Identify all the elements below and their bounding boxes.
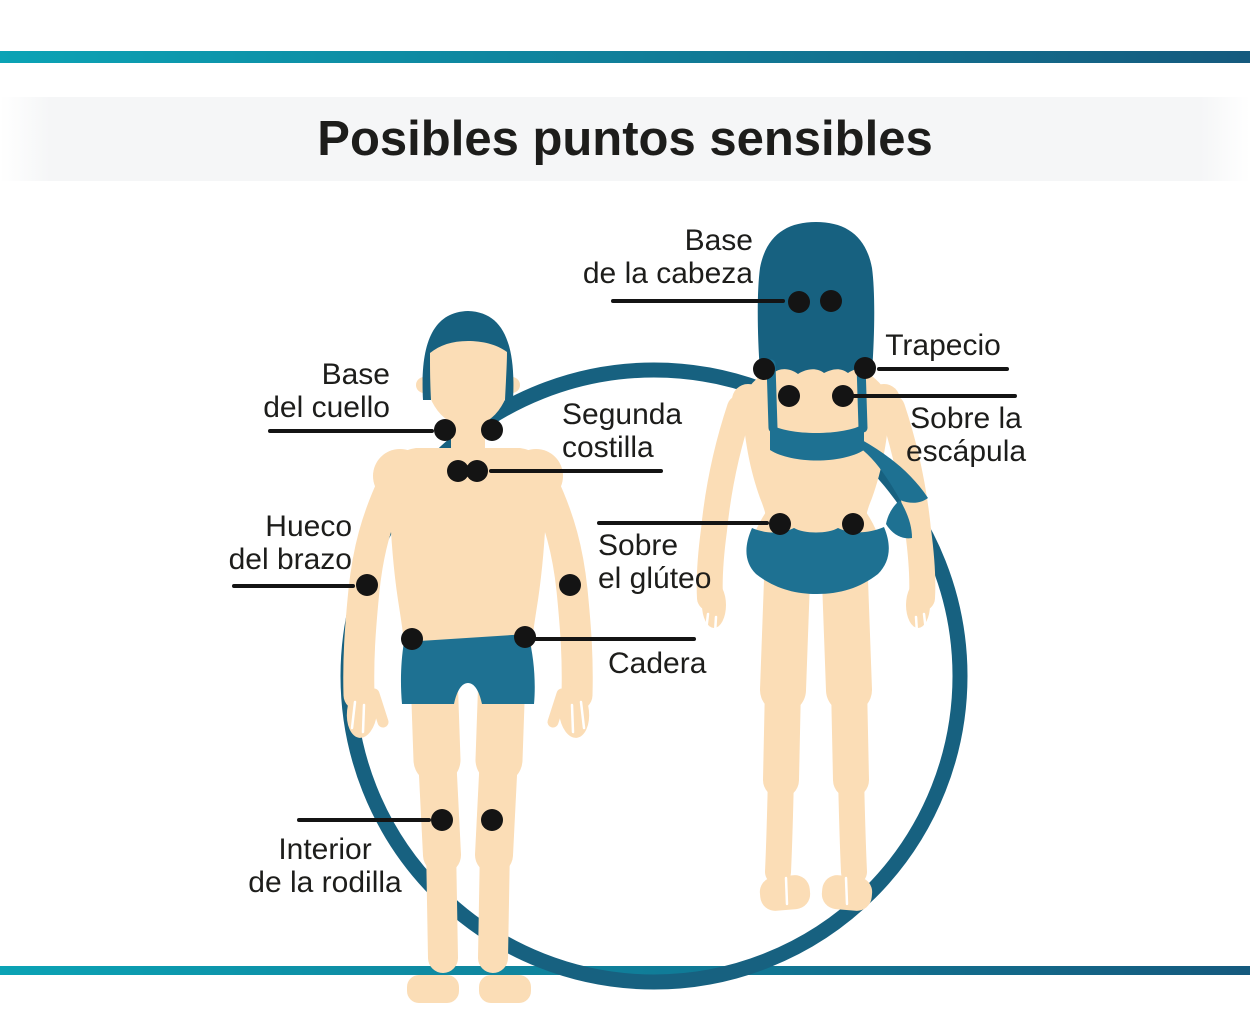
dot-base-cuello-left xyxy=(434,419,456,441)
male-hair xyxy=(422,311,514,400)
label-base-cabeza: Base de la cabeza xyxy=(540,224,753,290)
label-hueco-brazo: Hueco del brazo xyxy=(210,510,352,576)
label-cadera: Cadera xyxy=(608,647,728,680)
dot-hueco-brazo-left xyxy=(356,574,378,596)
dot-base-cabeza-right xyxy=(820,290,842,312)
leader-rodilla xyxy=(297,818,431,822)
dot-segunda-costilla-left xyxy=(447,460,469,482)
dot-cadera-left xyxy=(401,628,423,650)
dot-rodilla-right xyxy=(481,809,503,831)
dot-trapecio-right xyxy=(854,357,876,379)
leader-base-cabeza xyxy=(611,299,785,303)
dot-gluteo-left xyxy=(769,513,791,535)
dot-rodilla-left xyxy=(431,809,453,831)
leader-trapecio xyxy=(877,367,1009,371)
label-trapecio-line1: Trapecio xyxy=(885,329,1001,362)
top-accent-bar xyxy=(0,51,1250,63)
label-sobre-gluteo: Sobre el glúteo xyxy=(598,529,748,595)
dot-trapecio-left xyxy=(753,358,775,380)
bikini-band xyxy=(770,424,864,461)
leader-segunda-costilla xyxy=(489,469,663,473)
dot-cadera-right xyxy=(514,626,536,648)
label-interior-rodilla-line1: Interior xyxy=(278,833,372,866)
page-title: Posibles puntos sensibles xyxy=(317,112,933,166)
leader-gluteo xyxy=(597,521,769,525)
dot-hueco-brazo-right xyxy=(559,574,581,596)
leader-cadera xyxy=(532,637,696,641)
label-hueco-brazo-line1: Hueco xyxy=(265,510,352,543)
label-base-cuello-line2: del cuello xyxy=(263,391,390,424)
label-segunda-costilla-line1: Segunda xyxy=(562,398,683,431)
label-sobre-gluteo-line2: el glúteo xyxy=(598,562,712,595)
tender-point-dots xyxy=(356,290,876,831)
label-sobre-escapula-line2: escápula xyxy=(905,435,1027,468)
dot-escapula-right xyxy=(832,385,854,407)
bikini-sash xyxy=(860,440,928,503)
label-base-cuello: Base del cuello xyxy=(240,358,390,424)
bottom-accent-bar xyxy=(0,966,1250,975)
label-interior-rodilla-line2: de la rodilla xyxy=(248,866,402,899)
male-trunks xyxy=(400,634,535,704)
label-sobre-escapula-line1: Sobre la xyxy=(910,402,1022,435)
dot-base-cuello-right xyxy=(481,419,503,441)
dot-segunda-costilla-right xyxy=(466,460,488,482)
label-base-cabeza-line1: Base xyxy=(684,224,753,257)
dot-base-cabeza-left xyxy=(788,291,810,313)
label-base-cabeza-line2: de la cabeza xyxy=(582,257,753,290)
label-hueco-brazo-line2: del brazo xyxy=(228,543,352,576)
dot-escapula-left xyxy=(778,385,800,407)
title-band: Posibles puntos sensibles xyxy=(0,97,1250,181)
female-hair xyxy=(757,222,875,374)
label-sobre-escapula: Sobre la escápula xyxy=(886,402,1046,468)
dot-gluteo-right xyxy=(842,513,864,535)
leader-base-cuello xyxy=(268,429,434,433)
label-base-cuello-line1: Base xyxy=(321,358,390,391)
label-sobre-gluteo-line1: Sobre xyxy=(598,529,679,562)
label-interior-rodilla: Interior de la rodilla xyxy=(245,833,405,899)
bikini-bottom xyxy=(746,527,889,594)
leader-hueco-brazo xyxy=(232,584,355,588)
leader-escapula xyxy=(848,394,1017,398)
label-segunda-costilla-line2: costilla xyxy=(562,431,654,464)
label-cadera-line1: Cadera xyxy=(608,647,707,680)
label-trapecio: Trapecio xyxy=(877,329,1009,362)
label-segunda-costilla: Segunda costilla xyxy=(562,398,712,464)
